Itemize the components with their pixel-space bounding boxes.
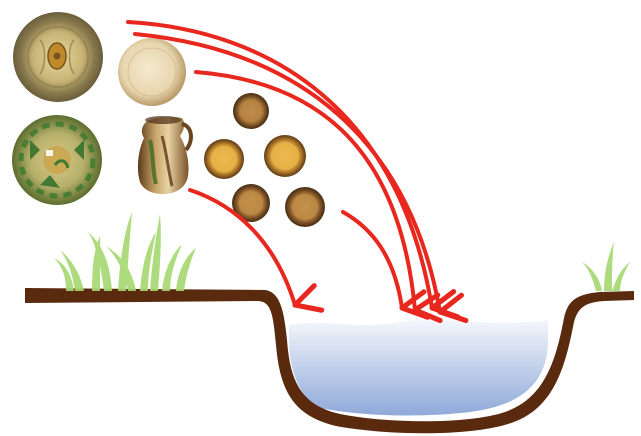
grass-left <box>54 212 196 291</box>
decorated-plate-top <box>13 12 103 102</box>
plain-plate <box>118 38 186 106</box>
grass-right <box>582 242 630 291</box>
water-pool <box>289 320 548 416</box>
small-bowl-2 <box>204 139 244 179</box>
decorated-plate-green <box>12 115 102 205</box>
small-bowl-1 <box>233 93 269 129</box>
small-bowl-3 <box>264 135 306 177</box>
small-bowl-5 <box>285 187 325 227</box>
flow-arrow-5 <box>343 212 402 308</box>
glazed-jug <box>138 116 191 194</box>
